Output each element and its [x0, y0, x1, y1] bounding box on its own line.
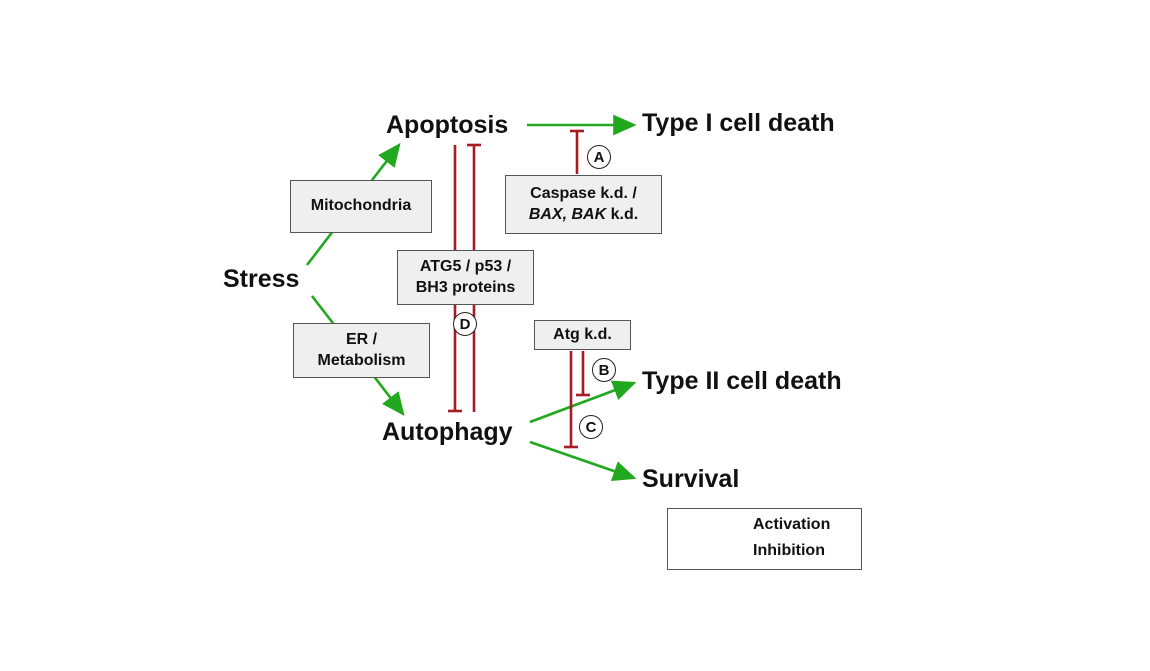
box-er-line2: Metabolism [317, 351, 406, 369]
box-atg5-p53-bh3: ATG5 / p53 / BH3 proteins [397, 250, 534, 305]
node-apoptosis: Apoptosis [386, 111, 509, 139]
box-caspase-genes: BAX, BAK [528, 205, 607, 223]
node-type1-cell-death: Type I cell death [642, 109, 835, 137]
marker-a: A [587, 145, 611, 169]
box-atg-kd: Atg k.d. [534, 320, 631, 350]
box-atg5-line2: BH3 proteins [415, 278, 516, 296]
node-type2-cell-death: Type II cell death [642, 367, 842, 395]
legend: Activation Inhibition [667, 508, 862, 570]
node-stress: Stress [223, 265, 300, 293]
box-caspase-kd-suffix: k.d. [606, 205, 639, 223]
node-autophagy: Autophagy [382, 418, 513, 446]
box-caspase-kd: Caspase k.d. / BAX, BAK k.d. [505, 175, 662, 234]
activation-arrow-autophagy-to-survival [529, 440, 637, 482]
legend-inhibition-label: Inhibition [753, 542, 825, 559]
box-mitochondria: Mitochondria [290, 180, 432, 233]
marker-c: C [579, 415, 603, 439]
box-er-line1: ER / [345, 330, 378, 348]
box-mitochondria-label: Mitochondria [310, 197, 412, 215]
marker-b: B [592, 358, 616, 382]
box-atg-kd-label: Atg k.d. [553, 325, 612, 343]
box-er-metabolism: ER / Metabolism [293, 323, 430, 378]
activation-arrow-autophagy-to-type2 [529, 380, 637, 424]
legend-activation-label: Activation [753, 516, 831, 533]
node-survival: Survival [642, 465, 740, 493]
box-atg5-line1: ATG5 / p53 / [419, 257, 512, 275]
marker-d: D [453, 312, 477, 336]
box-caspase-line2: BAX, BAK k.d. [529, 205, 638, 226]
box-caspase-line1: Caspase k.d. / [530, 184, 637, 202]
